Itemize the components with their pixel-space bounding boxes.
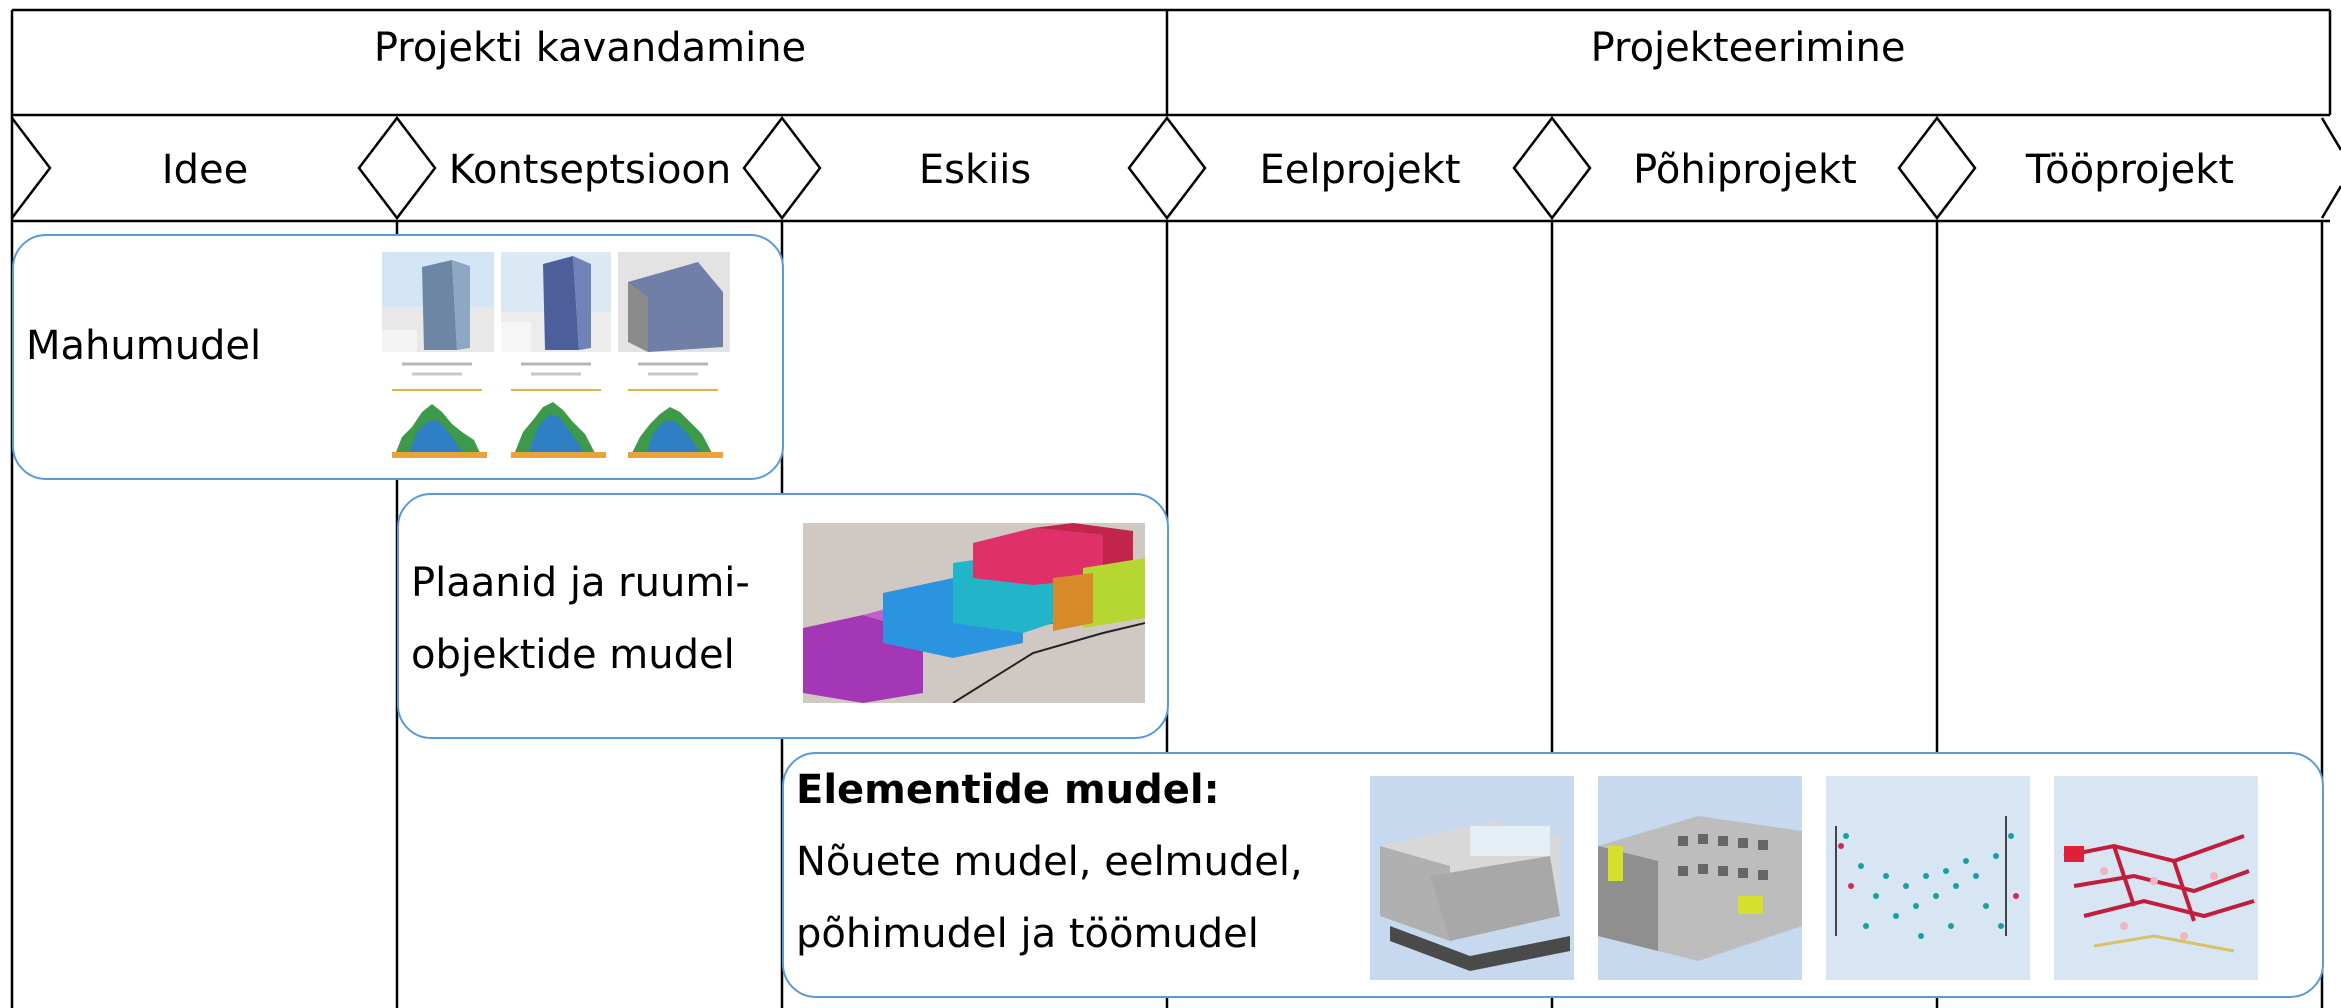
- stage-separator-diamond: [1512, 115, 1592, 221]
- stage-label-tooprojekt: Tööprojekt: [2025, 147, 2235, 193]
- stage-label-kontseptsioon: Kontseptsioon: [448, 147, 732, 193]
- stage-separator-diamond: [1127, 115, 1207, 221]
- stage-label-idee: Idee: [161, 147, 249, 193]
- stage-separator-diamond: [742, 115, 822, 221]
- stage-separator-diamond: [357, 115, 437, 221]
- tower-render-thumbnail: [618, 252, 730, 458]
- element-model-line1: Nõuete mudel, eelmudel,: [796, 839, 1303, 885]
- stage-label-eelprojekt: Eelprojekt: [1259, 147, 1461, 193]
- tower-render-thumbnail: [501, 252, 611, 458]
- building-model-thumbnail: [1370, 776, 1574, 980]
- space-model-label-line1: Plaanid ja ruumi-: [411, 560, 750, 606]
- stage-separator-diamond: [1897, 115, 1977, 221]
- mass-model-card: Mahumudel: [12, 234, 784, 480]
- mass-model-label: Mahumudel: [26, 323, 262, 369]
- colored-space-blocks-thumbnail: [803, 523, 1145, 703]
- phase-group-label-design: Projekteerimine: [1590, 25, 1906, 71]
- phase-group-label-planning: Projekti kavandamine: [373, 25, 807, 71]
- element-model-line2: põhimudel ja töömudel: [796, 911, 1259, 957]
- tower-render-thumbnail: [382, 252, 494, 458]
- cyan-point-model-thumbnail: [1826, 776, 2030, 980]
- space-model-label-line2: objektide mudel: [411, 632, 735, 678]
- element-model-card: Elementide mudel: Nõuete mudel, eelmudel…: [782, 752, 2324, 998]
- space-model-card: Plaanid ja ruumi- objektide mudel: [397, 493, 1169, 739]
- red-mep-model-thumbnail: [2054, 776, 2258, 980]
- stage-label-pohiprojekt: Põhiprojekt: [1633, 147, 1857, 193]
- stage-label-eskiis: Eskiis: [918, 147, 1032, 193]
- element-model-title: Elementide mudel:: [796, 767, 1220, 813]
- facade-model-thumbnail: [1598, 776, 1802, 980]
